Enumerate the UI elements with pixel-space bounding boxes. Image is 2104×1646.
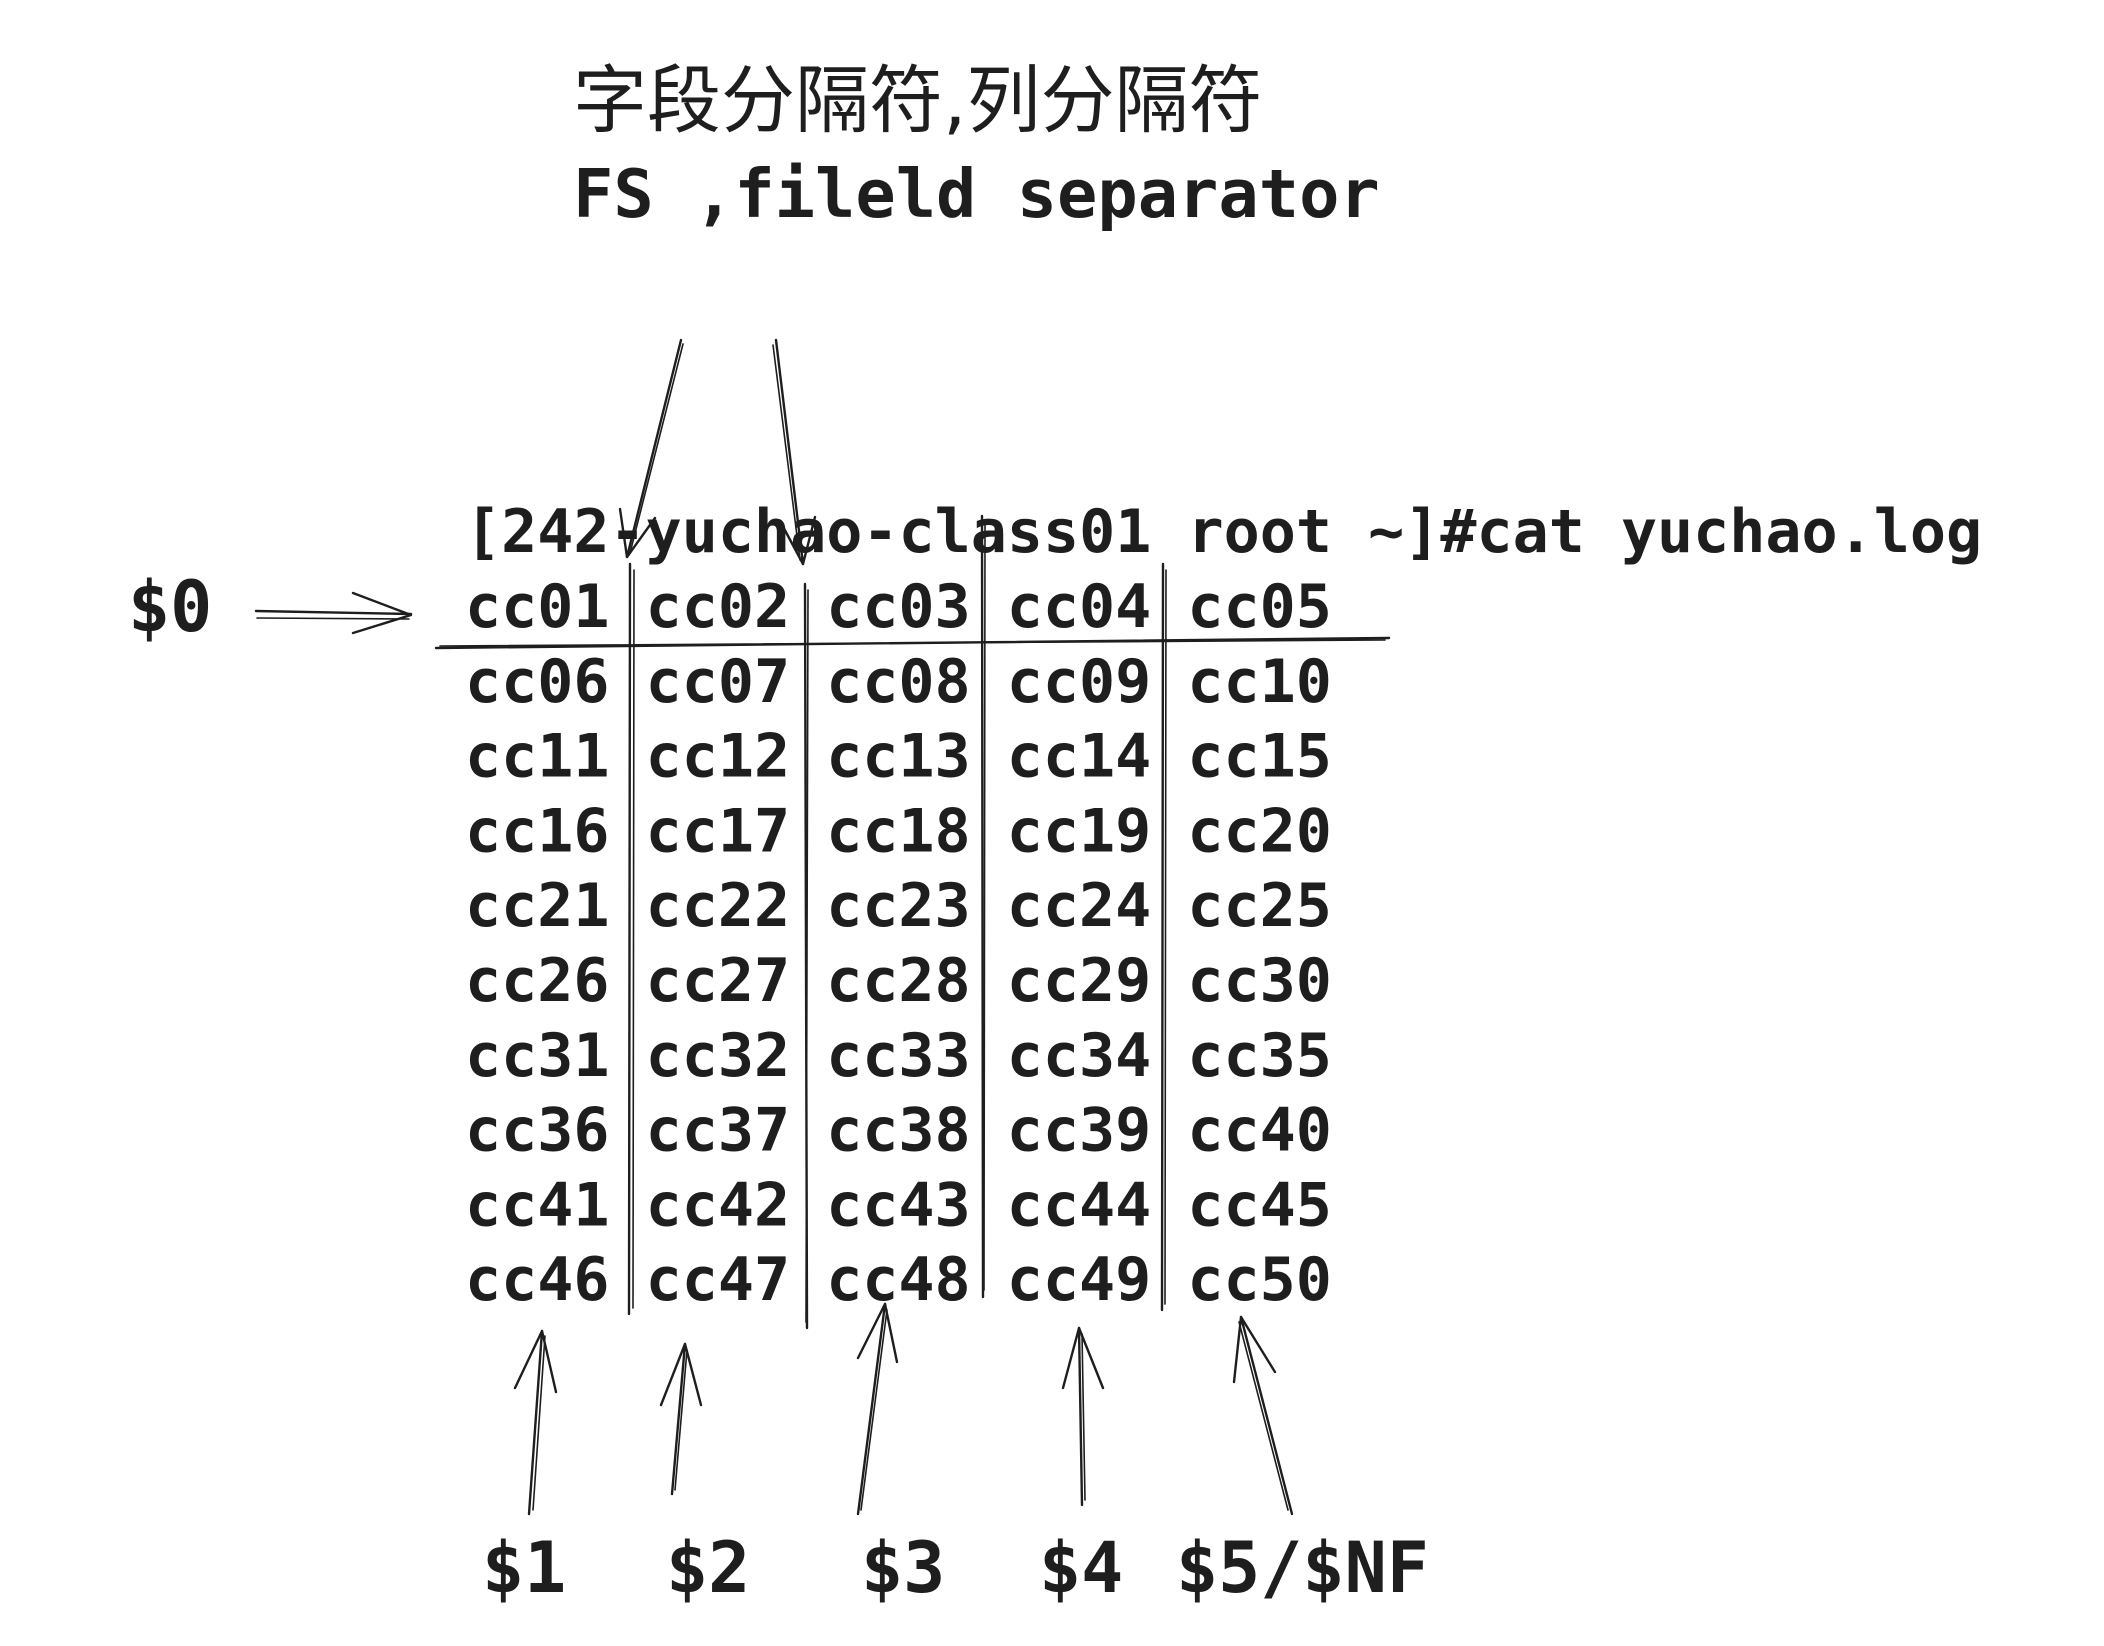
record-row: cc06 cc07 cc08 cc09 cc10 bbox=[465, 647, 1332, 717]
field-cell: cc20 bbox=[1187, 796, 1332, 866]
field-cell: cc37 bbox=[646, 1096, 791, 1166]
field-cell: cc22 bbox=[646, 871, 791, 941]
record-arrow bbox=[254, 591, 413, 635]
field-cell: cc32 bbox=[646, 1021, 791, 1091]
field-cell: cc29 bbox=[1007, 946, 1152, 1016]
field-cell: cc27 bbox=[646, 946, 791, 1016]
field-label-4: $4 bbox=[1039, 1527, 1123, 1609]
field-cell: cc47 bbox=[646, 1245, 791, 1315]
record-row: cc26 cc27 cc28 cc29 cc30 bbox=[465, 946, 1332, 1016]
column-separator-line bbox=[980, 514, 986, 1299]
title-english: FS ,fileld separator bbox=[573, 155, 1380, 233]
field-cell: cc19 bbox=[1007, 796, 1152, 866]
field-cell: cc45 bbox=[1187, 1170, 1332, 1240]
field-cell: cc12 bbox=[646, 722, 791, 792]
field-cell: cc36 bbox=[465, 1096, 610, 1166]
field-cell: cc31 bbox=[465, 1021, 610, 1091]
field-cell: cc39 bbox=[1007, 1096, 1152, 1166]
fs-arrow-right bbox=[772, 338, 817, 566]
field-cell: cc46 bbox=[465, 1245, 610, 1315]
field-cell: cc24 bbox=[1007, 871, 1152, 941]
command-line: [242-yuchao-class01 root ~]#cat yuchao.l… bbox=[465, 497, 1982, 567]
field-cell: cc49 bbox=[1007, 1245, 1152, 1315]
field-cell: cc40 bbox=[1187, 1096, 1332, 1166]
record-row: cc21 cc22 cc23 cc24 cc25 bbox=[465, 871, 1332, 941]
field-cell: cc01 bbox=[465, 572, 610, 642]
field-cell: cc07 bbox=[646, 647, 791, 717]
record-row: cc31 cc32 cc33 cc34 cc35 bbox=[465, 1021, 1332, 1091]
record-row: cc36 cc37 cc38 cc39 cc40 bbox=[465, 1096, 1332, 1166]
field-cell: cc06 bbox=[465, 647, 610, 717]
field-cell: cc25 bbox=[1187, 871, 1332, 941]
field-cell: cc16 bbox=[465, 796, 610, 866]
field-arrow-3 bbox=[856, 1302, 899, 1516]
field-label-3: $3 bbox=[861, 1527, 945, 1609]
field-grid: cc01 cc02 cc03 cc04 cc05 cc06 cc07 cc08 cc09 cc10… bbox=[465, 572, 1332, 1315]
field-cell: cc09 bbox=[1007, 647, 1152, 717]
column-separator-line bbox=[803, 582, 809, 1330]
field-cell: cc26 bbox=[465, 946, 610, 1016]
record-row: cc01 cc02 cc03 cc04 cc05 bbox=[465, 572, 1332, 642]
field-cell: cc04 bbox=[1007, 572, 1152, 642]
field-cell: cc43 bbox=[826, 1170, 971, 1240]
field-arrow-5 bbox=[1232, 1315, 1294, 1516]
field-cell: cc08 bbox=[826, 647, 971, 717]
field-cell: cc23 bbox=[826, 871, 971, 941]
field-arrow-1 bbox=[513, 1329, 558, 1516]
field-label-1: $1 bbox=[482, 1527, 566, 1609]
field-cell: cc17 bbox=[646, 796, 791, 866]
field-label-nf: $5/$NF bbox=[1176, 1527, 1429, 1609]
field-cell: cc13 bbox=[826, 722, 971, 792]
fs-arrow-left bbox=[618, 338, 684, 559]
field-cell: cc34 bbox=[1007, 1021, 1152, 1091]
field-cell: cc02 bbox=[646, 572, 791, 642]
field-cell: cc41 bbox=[465, 1170, 610, 1240]
field-cell: cc30 bbox=[1187, 946, 1332, 1016]
field-arrow-4 bbox=[1061, 1326, 1105, 1507]
field-cell: cc33 bbox=[826, 1021, 971, 1091]
field-cell: cc15 bbox=[1187, 722, 1332, 792]
field-cell: cc10 bbox=[1187, 647, 1332, 717]
record-row: cc16 cc17 cc18 cc19 cc20 bbox=[465, 796, 1332, 866]
record-label: $0 bbox=[128, 566, 212, 648]
field-cell: cc14 bbox=[1007, 722, 1152, 792]
field-cell: cc35 bbox=[1187, 1021, 1332, 1091]
field-cell: cc21 bbox=[465, 871, 610, 941]
field-cell: cc44 bbox=[1007, 1170, 1152, 1240]
title-chinese: 字段分隔符,列分隔符 bbox=[573, 58, 1263, 144]
field-arrow-2 bbox=[659, 1342, 703, 1496]
field-cell: cc11 bbox=[465, 722, 610, 792]
field-cell: cc48 bbox=[826, 1245, 971, 1315]
row-separator-line bbox=[434, 636, 1391, 650]
column-separator-line bbox=[1160, 562, 1167, 1312]
record-row: cc11 cc12 cc13 cc14 cc15 bbox=[465, 722, 1332, 792]
record-row: cc46 cc47 cc48 cc49 cc50 bbox=[465, 1245, 1332, 1315]
field-cell: cc05 bbox=[1187, 572, 1332, 642]
column-separator-line bbox=[627, 562, 635, 1316]
record-row: cc41 cc42 cc43 cc44 cc45 bbox=[465, 1170, 1332, 1240]
field-cell: cc28 bbox=[826, 946, 971, 1016]
field-cell: cc03 bbox=[826, 572, 971, 642]
field-cell: cc50 bbox=[1187, 1245, 1332, 1315]
field-cell: cc18 bbox=[826, 796, 971, 866]
field-label-2: $2 bbox=[666, 1527, 750, 1609]
field-cell: cc42 bbox=[646, 1170, 791, 1240]
field-cell: cc38 bbox=[826, 1096, 971, 1166]
